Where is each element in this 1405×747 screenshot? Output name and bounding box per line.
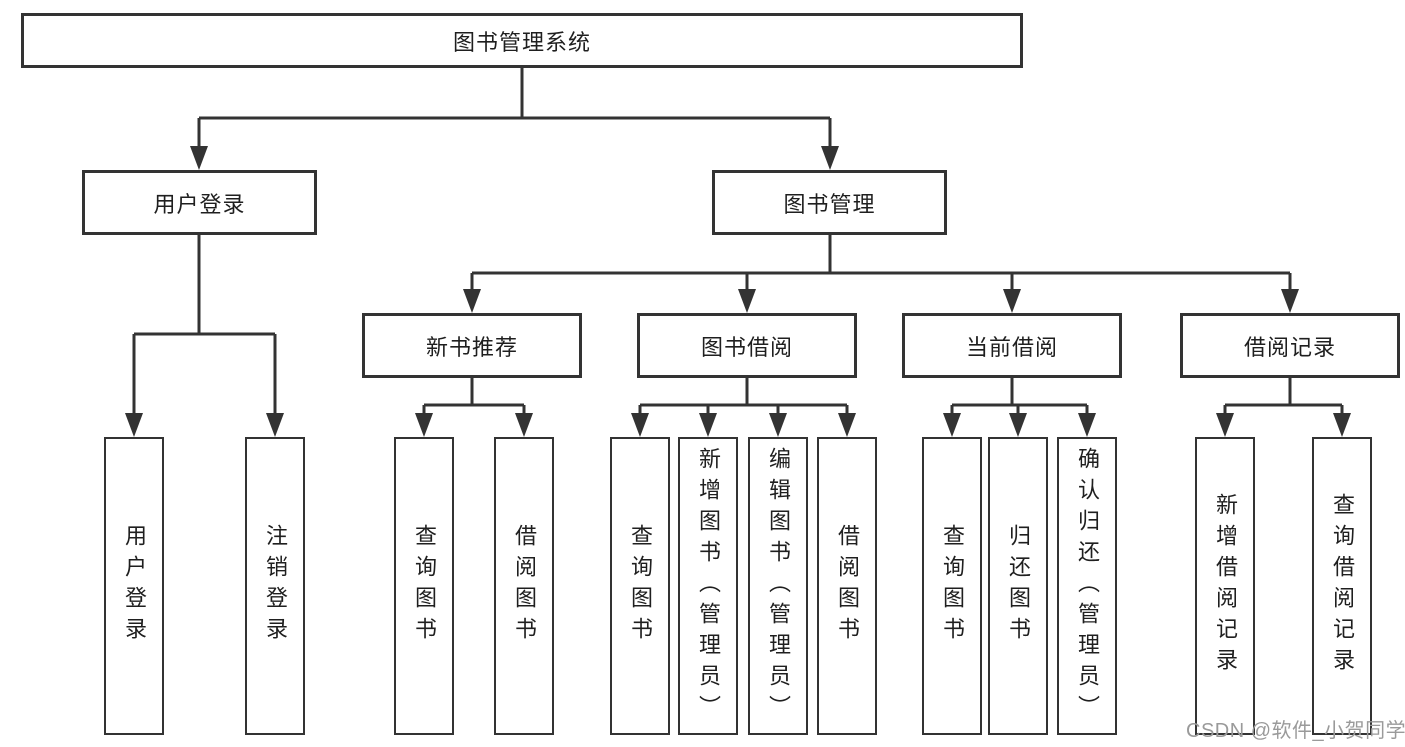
node-add-book-admin: 新增图书（管理员） [678, 437, 738, 735]
connector-book-borrow-to-children [631, 378, 856, 437]
node-borrow-books-leaf: 借阅图书 [817, 437, 877, 735]
node-return-book: 归还图书 [988, 437, 1048, 735]
node-query-borrow-record: 查询借阅记录 [1312, 437, 1372, 735]
node-query-books-recommend: 查询图书 [394, 437, 454, 735]
node-logout-leaf: 注销登录 [245, 437, 305, 735]
node-current-borrow: 当前借阅 [902, 313, 1122, 378]
node-root-system: 图书管理系统 [21, 13, 1023, 68]
node-confirm-return-admin: 确认归还（管理员） [1057, 437, 1117, 735]
connector-root-to-level2 [190, 68, 839, 170]
node-book-borrow-label: 图书借阅 [700, 334, 793, 360]
connector-current-borrow-to-children [943, 378, 1096, 437]
node-book-borrow: 图书借阅 [637, 313, 857, 378]
node-return-book-label: 归还图书 [1006, 524, 1031, 648]
connector-new-books-to-children [415, 378, 533, 437]
node-user-login-leaf: 用户登录 [104, 437, 164, 735]
node-user-login-leaf-label: 用户登录 [122, 524, 147, 648]
node-query-books-recommend-label: 查询图书 [412, 524, 437, 648]
node-borrow-books-recommend: 借阅图书 [494, 437, 554, 735]
node-query-borrow-record-label: 查询借阅记录 [1330, 493, 1355, 679]
node-book-management-branch: 图书管理 [712, 170, 947, 235]
node-borrow-books-recommend-label: 借阅图书 [512, 524, 537, 648]
node-confirm-return-admin-label: 确认归还（管理员） [1075, 446, 1100, 726]
node-add-borrow-record: 新增借阅记录 [1195, 437, 1255, 735]
node-borrow-records-label: 借阅记录 [1243, 334, 1336, 360]
node-current-borrow-label: 当前借阅 [965, 334, 1058, 360]
node-add-book-admin-label: 新增图书（管理员） [696, 446, 721, 726]
connector-borrow-records-to-children [1216, 378, 1351, 437]
node-query-books-current: 查询图书 [922, 437, 982, 735]
node-borrow-records: 借阅记录 [1180, 313, 1400, 378]
node-query-books-borrow: 查询图书 [610, 437, 670, 735]
node-edit-book-admin: 编辑图书（管理员） [748, 437, 808, 735]
node-add-borrow-record-label: 新增借阅记录 [1213, 493, 1238, 679]
node-new-book-recommend: 新书推荐 [362, 313, 582, 378]
csdn-watermark: CSDN @软件_小贺同学 [1186, 720, 1405, 742]
node-user-login-branch: 用户登录 [82, 170, 317, 235]
node-edit-book-admin-label: 编辑图书（管理员） [766, 446, 791, 726]
node-root-label: 图书管理系统 [452, 29, 591, 55]
node-book-management-label: 图书管理 [783, 191, 876, 217]
connector-user-login-to-children [125, 235, 284, 437]
node-user-login-branch-label: 用户登录 [153, 191, 246, 217]
node-query-books-borrow-label: 查询图书 [628, 524, 653, 648]
node-borrow-books-leaf-label: 借阅图书 [835, 524, 860, 648]
connector-book-management-to-level3 [463, 235, 1299, 313]
node-new-book-recommend-label: 新书推荐 [425, 334, 518, 360]
node-query-books-current-label: 查询图书 [940, 524, 965, 648]
node-logout-leaf-label: 注销登录 [263, 524, 288, 648]
